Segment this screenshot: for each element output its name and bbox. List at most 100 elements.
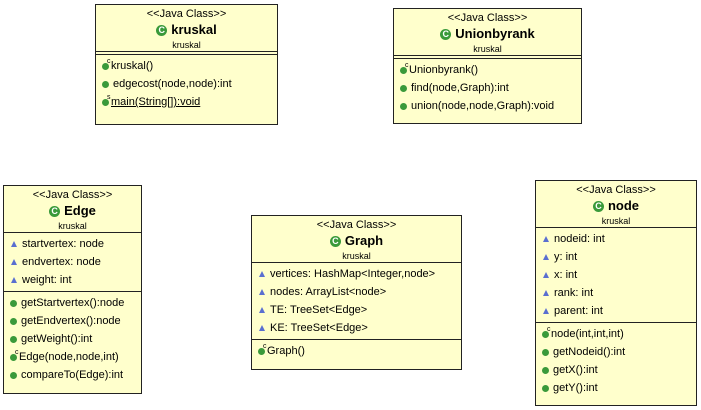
method-row[interactable]: getNodeid():int: [541, 343, 696, 361]
fields-separator: [252, 262, 461, 263]
methods-compartment: c kruskal() edgecost(node,node):int s ma…: [96, 55, 277, 113]
method-row[interactable]: union(node,node,Graph):void: [399, 97, 581, 115]
field-row[interactable]: parent: int: [541, 302, 696, 320]
field-row[interactable]: x: int: [541, 266, 696, 284]
class-name: Graph: [344, 233, 384, 248]
field-row[interactable]: KE: TreeSet<Edge>: [257, 319, 461, 337]
fields-separator: [536, 227, 696, 228]
package-label: kruskal: [342, 251, 371, 261]
method-label: compareTo(Edge):int: [21, 369, 124, 381]
method-public-icon: [400, 84, 407, 92]
empty-fields-compartment: [96, 51, 277, 55]
method-label: getWeight():int: [21, 333, 93, 345]
class-title: C Graph: [252, 232, 461, 250]
method-row[interactable]: getY():int: [541, 379, 696, 397]
package-field-icon: [259, 271, 265, 277]
class-header: <<Java Class>> C Edge kruskal: [4, 186, 141, 232]
method-label: Edge(node,node,int): [19, 351, 119, 363]
method-label: edgecost(node,node):int: [113, 78, 232, 90]
field-row[interactable]: startvertex: node: [9, 235, 141, 253]
class-box-graph[interactable]: <<Java Class>> C Graph kruskal vertices:…: [251, 215, 462, 370]
method-row[interactable]: s main(String[]):void: [101, 93, 277, 111]
method-row[interactable]: find(node,Graph):int: [399, 79, 581, 97]
field-label: KE: TreeSet<Edge>: [270, 322, 368, 334]
fields-compartment: startvertex: node endvertex: node weight…: [4, 233, 141, 291]
method-row[interactable]: getEndvertex():node: [9, 312, 141, 330]
class-header: <<Java Class>> C Unionbyrank kruskal: [394, 9, 581, 55]
package-label: kruskal: [601, 216, 631, 226]
method-row[interactable]: c Unionbyrank(): [399, 61, 581, 79]
method-public-icon: [10, 317, 17, 325]
field-row[interactable]: vertices: HashMap<Integer,node>: [257, 265, 461, 283]
stereotype-label: <<Java Class>>: [316, 219, 397, 231]
package-label: kruskal: [58, 221, 87, 231]
package-label: kruskal: [172, 40, 201, 50]
field-row[interactable]: nodeid: int: [541, 230, 696, 248]
constructor-icon: c: [101, 58, 111, 70]
package-field-icon: [543, 236, 549, 242]
empty-fields-compartment: [394, 55, 581, 59]
class-header: <<Java Class>> C node kruskal: [536, 181, 696, 227]
fields-separator: [4, 232, 141, 233]
class-header: <<Java Class>> C Graph kruskal: [252, 216, 461, 262]
field-row[interactable]: weight: int: [9, 271, 141, 289]
method-row[interactable]: edgecost(node,node):int: [101, 75, 277, 93]
field-row[interactable]: y: int: [541, 248, 696, 266]
method-label: getY():int: [553, 382, 598, 394]
class-header: <<Java Class>> C kruskal kruskal: [96, 5, 277, 51]
package-field-icon: [259, 307, 265, 313]
stereotype-label: <<Java Class>>: [32, 189, 113, 201]
class-icon: C: [156, 24, 168, 36]
constructor-icon: c: [257, 343, 267, 355]
package-field-icon: [543, 290, 549, 296]
class-name: Edge: [64, 203, 96, 218]
field-row[interactable]: endvertex: node: [9, 253, 141, 271]
class-icon: C: [440, 28, 452, 40]
class-box-edge[interactable]: <<Java Class>> C Edge kruskal startverte…: [3, 185, 142, 394]
method-label: union(node,node,Graph):void: [411, 100, 555, 112]
field-row[interactable]: TE: TreeSet<Edge>: [257, 301, 461, 319]
method-row[interactable]: compareTo(Edge):int: [9, 366, 141, 384]
method-row[interactable]: getStartvertex():node: [9, 294, 141, 312]
stereotype-label: <<Java Class>>: [447, 12, 528, 24]
method-public-icon: [102, 80, 109, 88]
method-label: getEndvertex():node: [21, 315, 121, 327]
method-row[interactable]: getWeight():int: [9, 330, 141, 348]
field-label: nodeid: int: [554, 233, 605, 245]
package-field-icon: [543, 272, 549, 278]
class-box-kruskal[interactable]: <<Java Class>> C kruskal kruskal c krusk…: [95, 4, 278, 125]
constructor-icon: c: [9, 349, 19, 361]
class-box-node[interactable]: <<Java Class>> C node kruskal nodeid: in…: [535, 180, 697, 406]
class-title: C Edge: [4, 202, 141, 220]
constructor-icon: c: [399, 62, 409, 74]
package-field-icon: [259, 289, 265, 295]
package-field-icon: [11, 259, 17, 265]
method-row[interactable]: c kruskal(): [101, 57, 277, 75]
methods-separator: [252, 339, 461, 340]
constructor-icon: c: [541, 326, 551, 338]
field-label: nodes: ArrayList<node>: [270, 286, 387, 298]
method-label: kruskal(): [111, 60, 154, 72]
class-icon: C: [49, 205, 61, 217]
field-label: vertices: HashMap<Integer,node>: [270, 268, 436, 280]
field-label: startvertex: node: [22, 238, 104, 250]
method-label: main(String[]):void: [111, 96, 201, 108]
class-name: Unionbyrank: [455, 26, 535, 41]
field-row[interactable]: rank: int: [541, 284, 696, 302]
method-label: find(node,Graph):int: [411, 82, 509, 94]
method-row[interactable]: getX():int: [541, 361, 696, 379]
class-title: C kruskal: [96, 21, 277, 39]
class-box-unionbyrank[interactable]: <<Java Class>> C Unionbyrank kruskal c U…: [393, 8, 582, 124]
method-label: node(int,int,int): [551, 328, 624, 340]
package-field-icon: [543, 308, 549, 314]
field-label: rank: int: [554, 287, 594, 299]
class-title: C node: [536, 197, 696, 215]
method-public-icon: [10, 299, 17, 307]
field-label: TE: TreeSet<Edge>: [270, 304, 368, 316]
field-row[interactable]: nodes: ArrayList<node>: [257, 283, 461, 301]
